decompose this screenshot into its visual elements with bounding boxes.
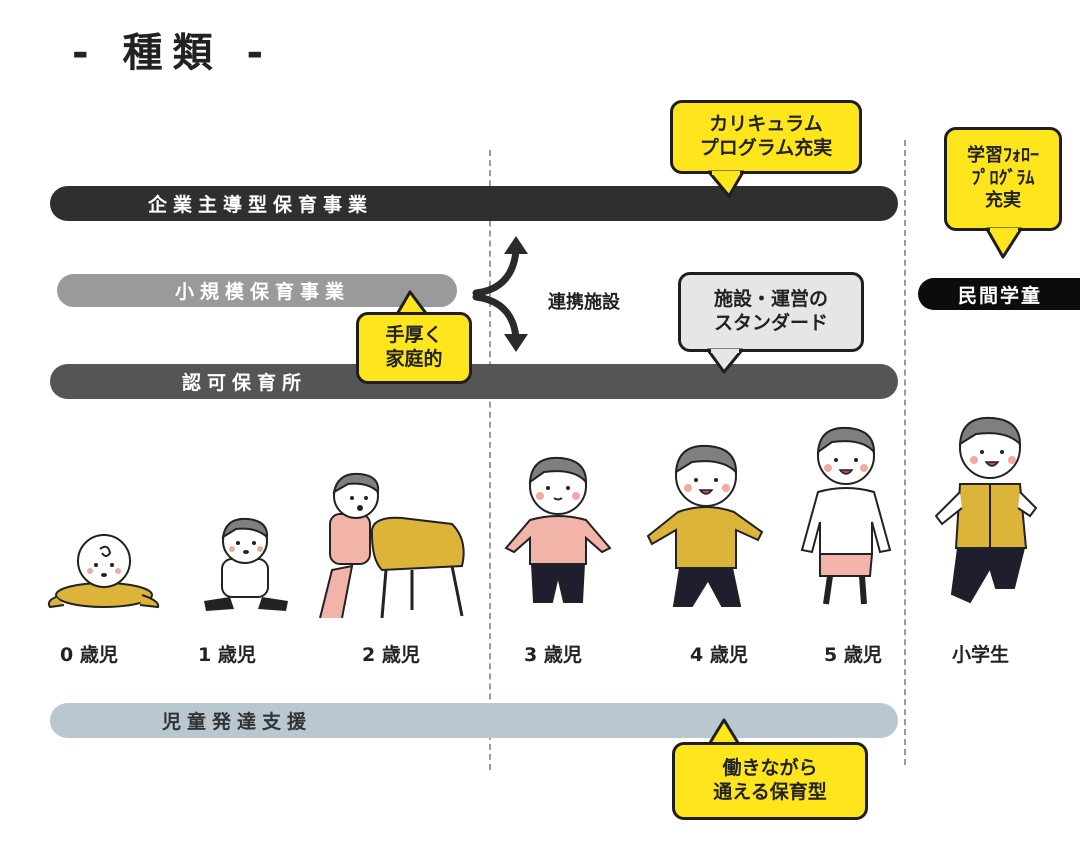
link-facility-label: 連携施設 [548,292,620,313]
divider-elementary [904,140,906,765]
bubble-standard-line2: スタンダード [713,312,828,334]
age-label-elementary: 小学生 [952,644,1010,666]
child-3yo-illustration [504,456,612,603]
bubble-working-line1: 働きながら [722,757,818,780]
bar-corporate-childcare: 企業主導型保育事業 [50,186,898,221]
age-label-1: 1 歳児 [198,644,256,666]
age-label-0: 0 歳児 [60,644,118,666]
age-label-5: 5 歳児 [824,644,882,666]
age-label-3: 3 歳児 [524,644,582,666]
elementary-student-illustration [934,416,1038,604]
bar-licensed-label: 認可保育所 [182,372,308,394]
bubble-attentive-line1: 手厚く [385,324,443,347]
age-label-2: 2 歳児 [362,644,420,666]
bubble-study-tail [985,227,1023,259]
bubble-study-follow: 学習ﾌｫﾛｰ ﾌﾟﾛｸﾞﾗﾑ 充実 [944,127,1062,231]
bar-small-scale-childcare: 小規模保育事業 [57,274,457,307]
age-label-4: 4 歳児 [690,644,748,666]
page-title: - 種類 - [72,30,274,76]
bubble-curriculum-line1: カリキュラム [709,113,823,136]
bubble-attentive-line2: 家庭的 [385,348,443,370]
bubble-working-parents: 働きながら 通える保育型 [672,742,868,820]
bubble-curriculum: カリキュラム プログラム充実 [670,100,862,174]
toddler-sitting-illustration [204,517,288,611]
bubble-curriculum-line2: プログラム充実 [699,137,833,159]
child-with-chair-illustration [319,472,465,619]
bubble-study-line1: 学習ﾌｫﾛｰ [967,145,1039,167]
bubble-study-line2: ﾌﾟﾛｸﾞﾗﾑ [971,167,1035,189]
child-5yo-illustration [800,426,892,605]
bubble-study-line3: 充実 [985,190,1021,212]
bar-corporate-label: 企業主導型保育事業 [148,194,374,216]
child-4yo-illustration [646,444,764,607]
baby-crawling-illustration [47,534,160,609]
bar-licensed-nursery: 認可保育所 [50,364,898,399]
bar-development-support: 児童発達支援 [50,703,898,738]
bar-small-scale-label: 小規模保育事業 [175,281,351,303]
bar-afterschool-label: 民間学童 [958,284,1043,307]
divider-preschool [489,150,491,770]
link-arrows-icon [472,236,528,352]
bar-private-afterschool: 民間学童 [918,278,1080,310]
bubble-standard-line1: 施設・運営の [713,288,828,311]
bubble-standard-tail [706,348,744,374]
bubble-standard: 施設・運営の スタンダード [678,272,864,352]
bar-development-label: 児童発達支援 [162,711,313,733]
bubble-working-line2: 通える保育型 [713,781,827,803]
bubble-attentive: 手厚く 家庭的 [356,312,472,384]
bubble-curriculum-tail [707,170,745,198]
